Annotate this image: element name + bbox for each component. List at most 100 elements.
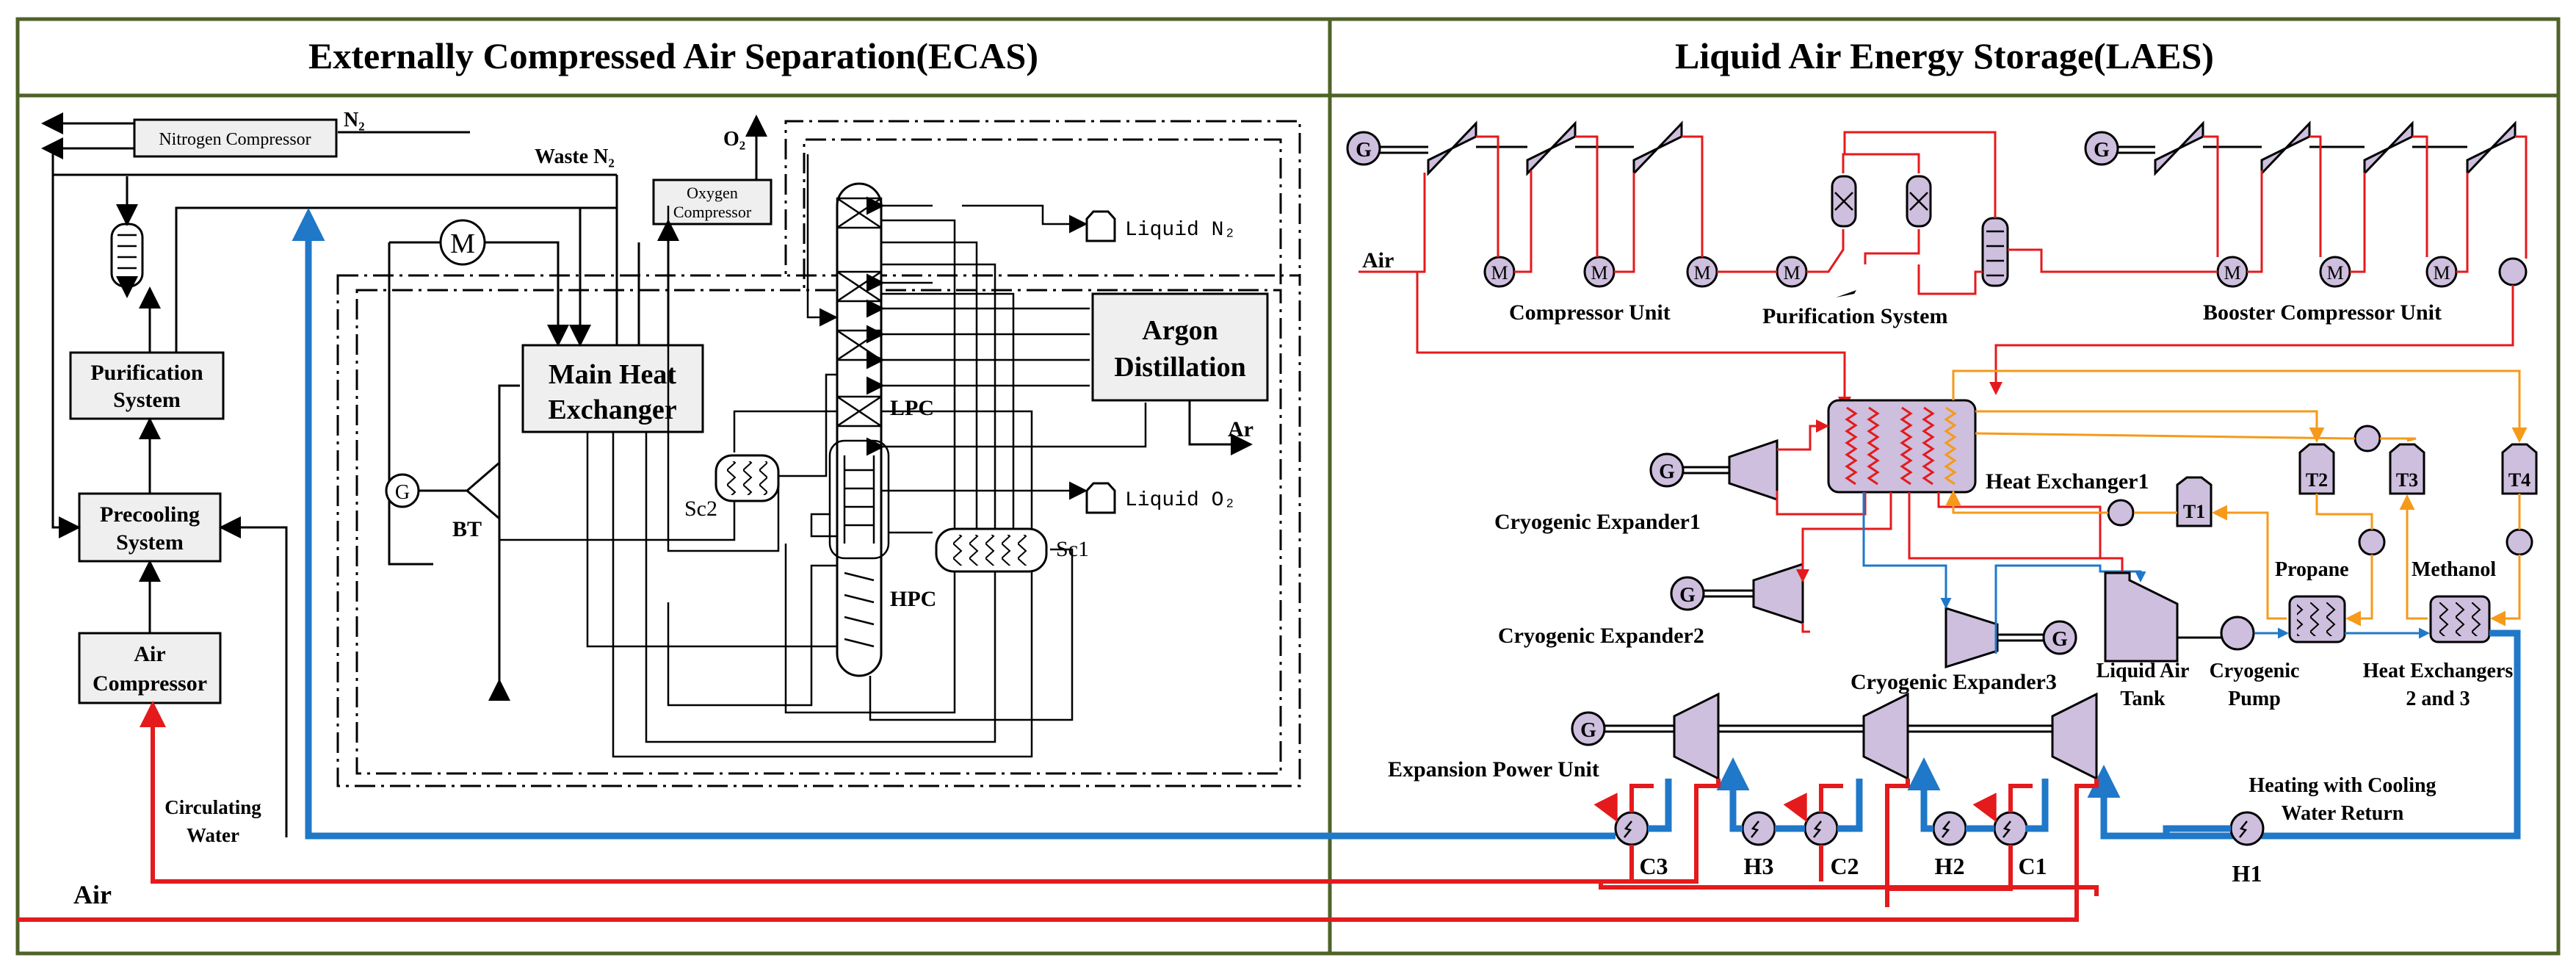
booster-motor-label-3: M xyxy=(2433,262,2450,284)
n2-label: N₂ xyxy=(344,109,365,131)
heating-label-2: Water Return xyxy=(2282,802,2404,825)
tank-t1 xyxy=(2176,476,2213,527)
precooling-label-2: System xyxy=(116,530,184,555)
purification-label-1: Purification xyxy=(90,361,203,385)
cryogenic-expander-2 xyxy=(1752,562,1804,625)
cooler-c2 xyxy=(1803,811,1839,846)
hpc-label: HPC xyxy=(890,587,936,611)
o2-label: O₂ xyxy=(723,128,745,151)
nitrogen-compressor-label: Nitrogen Compressor xyxy=(159,130,311,149)
pump-methanol xyxy=(2506,528,2533,556)
sc2-label: Sc2 xyxy=(684,497,717,521)
ecas-motor-label: M xyxy=(450,228,475,259)
liquid-air-tank-label-2: Tank xyxy=(2120,688,2166,710)
cryo-exp3-generator-label: G xyxy=(2052,628,2068,651)
booster-motor-label-1: M xyxy=(2224,262,2240,284)
cooler-c1 xyxy=(1993,811,2028,846)
heater-h1 xyxy=(2229,811,2265,846)
liquid-air-tank xyxy=(2104,571,2179,663)
cryo-exp2-generator-label: G xyxy=(1679,584,1696,607)
bt-label: BT xyxy=(452,517,482,541)
booster-unit-label: Booster Compressor Unit xyxy=(2203,300,2442,325)
compressor-2 xyxy=(1526,120,1577,176)
expansion-turbine-1 xyxy=(1673,692,1720,781)
liquid-o2-tank xyxy=(1085,482,1116,514)
air-compressor-box xyxy=(78,632,222,704)
methanol-label: Methanol xyxy=(2412,558,2496,581)
argon-distillation-box xyxy=(1091,292,1269,402)
c3-label: C3 xyxy=(1639,853,1668,879)
compressor-1 xyxy=(1427,120,1477,176)
oxygen-compressor-label-1: Oxygen xyxy=(687,184,738,202)
waste-n2-label: Waste N₂ xyxy=(535,145,615,168)
ecas-air-label: Air xyxy=(73,880,112,909)
laes-generator-2 xyxy=(2084,131,2119,166)
booster-compressor-1 xyxy=(2154,120,2204,176)
ecas-motor xyxy=(439,219,486,266)
booster-compressor-2 xyxy=(2260,120,2311,176)
booster-compressor-4 xyxy=(2466,120,2517,176)
coldbox-boundary-outer xyxy=(336,274,1301,787)
ecas-filter xyxy=(110,223,144,288)
argon-label-2: Distillation xyxy=(1114,352,1245,383)
heat-exchanger1-label: Heat Exchanger1 xyxy=(1986,469,2149,494)
purification-system-box xyxy=(69,351,225,420)
laes-section: G M M M M Air Compressor Unit xyxy=(18,120,2538,922)
h1-label: H1 xyxy=(2232,860,2262,887)
cryo-exp3-generator xyxy=(2042,620,2077,655)
circulating-water-label-1: Circulating xyxy=(164,796,261,818)
booster-aftercooler xyxy=(2498,257,2528,286)
precooling-label-1: Precooling xyxy=(100,502,200,527)
ecas-section: Nitrogen Compressor N₂ Waste N₂ Oxygen C… xyxy=(41,109,1301,846)
ar-label: Ar xyxy=(1228,417,1253,441)
laes-air-label: Air xyxy=(1362,248,1394,273)
cryogenic-expander-1 xyxy=(1728,439,1779,502)
compressor-unit-label: Compressor Unit xyxy=(1509,300,1671,325)
laes-generator-2-label: G xyxy=(2094,139,2110,162)
distillation-column xyxy=(836,182,883,677)
t4-label: T4 xyxy=(2508,469,2530,491)
frame xyxy=(15,17,2561,956)
heat-exchangers-23-label-2: 2 and 3 xyxy=(2406,688,2470,710)
heating-label-1: Heating with Cooling xyxy=(2248,774,2436,797)
cryo-exp2-generator xyxy=(1670,576,1705,611)
cryogenic-pump-label-2: Pump xyxy=(2228,688,2281,710)
oxygen-compressor xyxy=(652,178,773,226)
cryogenic-pump-label-1: Cryogenic xyxy=(2210,660,2300,682)
expansion-generator xyxy=(1571,711,1606,746)
cryo-exp1-generator-label: G xyxy=(1659,461,1675,483)
coldbox-boundary-inner xyxy=(355,289,1282,775)
laes-panel-title: Liquid Air Energy Storage(LAES) xyxy=(1675,35,2214,76)
argon-label-1: Argon xyxy=(1142,315,1218,346)
compressor-3 xyxy=(1632,120,1683,176)
c1-label: C1 xyxy=(2018,853,2047,879)
c2-label: C2 xyxy=(1830,853,1859,879)
t3-label: T3 xyxy=(2396,469,2418,491)
cryogenic-pump xyxy=(2220,616,2255,651)
tank-t3 xyxy=(2389,443,2425,495)
booster-compressor-3 xyxy=(2363,120,2414,176)
liquid-o2-label: Liquid O₂ xyxy=(1125,489,1236,512)
nitrogen-compressor xyxy=(133,118,338,158)
motor-label-2: M xyxy=(1591,262,1607,284)
liquid-air-tank-label-1: Liquid Air xyxy=(2096,660,2190,682)
purification-label-2: System xyxy=(113,388,181,412)
bt-generator-label: G xyxy=(395,481,410,504)
liquid-n2-tank xyxy=(1085,210,1116,242)
motor-label-4: M xyxy=(1783,262,1800,284)
expansion-turbine-3 xyxy=(2051,692,2098,781)
h2-label: H2 xyxy=(1935,853,1965,879)
booster-motor-label-2: M xyxy=(2326,262,2343,284)
pump-t1 xyxy=(2107,499,2135,527)
main-hx-label-1: Main Heat xyxy=(549,359,676,390)
bt-turbine xyxy=(465,460,501,522)
motor-label-1: M xyxy=(1491,262,1508,284)
liquid-n2-label: Liquid N₂ xyxy=(1125,219,1236,242)
tank-t2 xyxy=(2298,443,2335,495)
cryo-exp2-label: Cryogenic Expander2 xyxy=(1498,624,1704,648)
cryo-exp1-generator xyxy=(1649,452,1685,488)
tank-t4 xyxy=(2501,443,2538,495)
heat-exchangers-23-label-1: Heat Exchangers xyxy=(2363,660,2514,682)
motor-label-3: M xyxy=(1693,262,1710,284)
